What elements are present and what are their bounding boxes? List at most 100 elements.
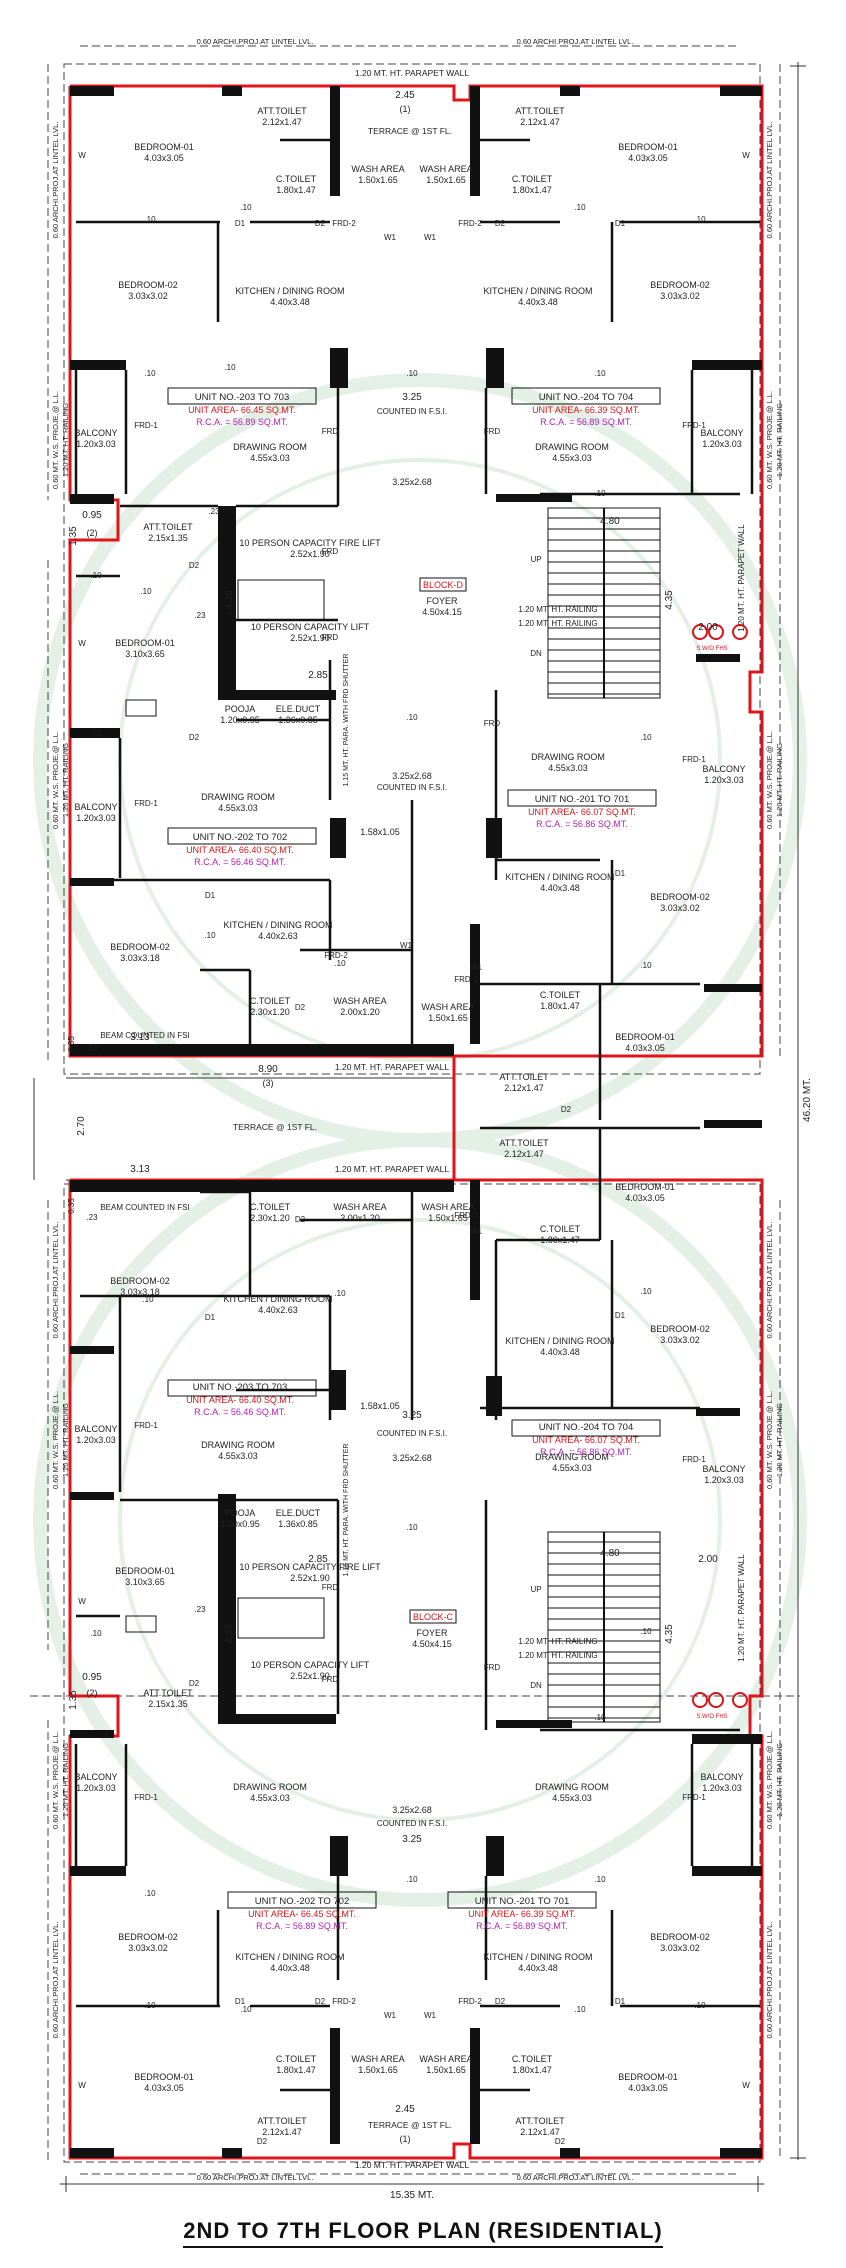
- kitchen-size: 4.40x3.48: [270, 297, 310, 307]
- bedroom-01-size: 4.03x3.05: [628, 153, 668, 163]
- bedroom-02: BEDROOM-02: [650, 1932, 710, 1942]
- dim: 3.25: [402, 392, 422, 403]
- wash-area-size: 1.50x1.65: [428, 1013, 468, 1023]
- thickness-dim: .23: [86, 1043, 98, 1052]
- drawing-title: 2ND TO 7TH FLOOR PLAN (RESIDENTIAL): [0, 2218, 846, 2248]
- kitchen: KITCHEN / DINING ROOM: [235, 1952, 344, 1962]
- kitchen-size: 4.40x3.48: [518, 297, 558, 307]
- unit-area: UNIT AREA- 66.45 SQ.MT.: [248, 1909, 356, 1919]
- wash-area-size: 1.50x1.65: [428, 1213, 468, 1223]
- bedroom-01: BEDROOM-01: [134, 142, 194, 152]
- plan-labels: 0.60 ARCHI.PROJ.AT LINTEL LVL. 0.60 ARCHI…: [51, 37, 813, 2201]
- drawing-room-size: 4.55x3.03: [218, 1451, 258, 1461]
- dim: 3.13: [130, 1032, 150, 1043]
- opening-code: FRD-2: [324, 951, 348, 960]
- ele-duct: ELE.DUCT: [276, 1508, 321, 1518]
- opening-code: D2: [295, 1215, 306, 1224]
- drawing-room-size: 4.55x3.03: [250, 453, 290, 463]
- railing-note: 1.20 MT. HT. RAILING: [775, 403, 784, 477]
- kitchen: KITCHEN / DINING ROOM: [235, 286, 344, 296]
- drawing-room: DRAWING ROOM: [233, 442, 307, 452]
- thickness-dim: .10: [144, 1889, 156, 1898]
- kitchen: KITCHEN / DINING ROOM: [505, 872, 614, 882]
- opening-code: D1: [615, 219, 626, 228]
- parapet-note: 1.20 MT. HT. PARAPET WALL: [737, 524, 746, 632]
- opening-code: FRD-1: [134, 1793, 158, 1802]
- unit-number: UNIT NO.-204 TO 704: [539, 1422, 634, 1433]
- opening-code: W: [742, 151, 750, 160]
- att-toilet: ATT.TOILET: [257, 2116, 307, 2126]
- thickness-dim: .10: [90, 571, 102, 580]
- balcony: BALCONY: [74, 428, 117, 438]
- counted-note: COUNTED IN F.S.I.: [377, 783, 447, 792]
- unit-area: UNIT AREA- 66.40 SQ.MT.: [186, 1395, 294, 1405]
- dim: 2.00: [698, 622, 718, 633]
- thickness-dim: .10: [224, 363, 236, 372]
- dim: 3.25: [402, 1834, 422, 1845]
- hydrant-label: S.W/O FHS: [696, 646, 727, 652]
- c-toilet-size: 1.80x1.47: [276, 2065, 316, 2075]
- thickness-dim: .10: [594, 1713, 606, 1722]
- fire-hydrant-symbols: [692, 624, 748, 1708]
- opening-code: W1: [470, 963, 483, 972]
- thickness-dim: .10: [594, 1875, 606, 1884]
- lobby-size: 3.25x2.68: [392, 771, 432, 781]
- bedroom-02-size: 3.03x3.02: [128, 1943, 168, 1953]
- parapet-note: 1.20 MT. HT. PARAPET WALL: [355, 2160, 469, 2170]
- opening-code: D2: [555, 2137, 566, 2146]
- opening-code: W: [78, 151, 86, 160]
- kitchen: KITCHEN / DINING ROOM: [483, 286, 592, 296]
- foyer-size: 4.50x4.15: [422, 607, 462, 617]
- opening-code: D1: [235, 1997, 246, 2006]
- balcony-size: 1.20x3.03: [702, 439, 742, 449]
- drawing-room: DRAWING ROOM: [535, 1452, 609, 1462]
- lintel-note: 0.60 ARCHI.PROJ.AT LINTEL LVL.: [517, 2173, 634, 2182]
- bedroom-02: BEDROOM-02: [650, 280, 710, 290]
- lift-size: 2.52x1.90: [290, 1671, 330, 1681]
- lintel-note: 0.60 ARCHI.PROJ.AT LINTEL LVL.: [197, 37, 314, 46]
- wash-area-size: 1.50x1.65: [358, 175, 398, 185]
- opening-code: W: [78, 2081, 86, 2090]
- stair-treads: [548, 517, 660, 1719]
- wash-area: WASH AREA: [351, 2054, 404, 2064]
- dim: (2): [87, 1688, 98, 1698]
- projection-note: 0.60 MT. W.S. PROJE.@ L.L.: [765, 391, 774, 489]
- opening-code: D2: [561, 1105, 572, 1114]
- bedroom-02-size: 3.03x3.02: [128, 291, 168, 301]
- dim: 4.35: [224, 1624, 235, 1644]
- terrace-label: TERRACE @ 1ST FL.: [368, 126, 452, 136]
- thickness-dim: .23: [208, 507, 220, 516]
- bedroom-02: BEDROOM-02: [650, 1324, 710, 1334]
- unit-number: UNIT NO.-203 TO 703: [193, 1382, 288, 1393]
- opening-code: FRD-2: [458, 1997, 482, 2006]
- lobby-size: 3.25x2.68: [392, 477, 432, 487]
- thickness-dim: .10: [144, 369, 156, 378]
- balcony-size: 1.20x3.03: [76, 1783, 116, 1793]
- bedroom-01-size: 3.10x3.65: [125, 649, 165, 659]
- balcony-size: 1.20x3.03: [76, 813, 116, 823]
- unit-area: UNIT AREA- 66.07 SQ.MT.: [532, 1435, 640, 1445]
- dim: 2.45: [395, 90, 415, 101]
- c-toilet: C.TOILET: [512, 2054, 553, 2064]
- fire-lift: 10 PERSON CAPACITY FIRE LIFT: [239, 538, 381, 548]
- shaft-size: 1.58x1.05: [360, 827, 400, 837]
- unit-area: UNIT AREA- 66.39 SQ.MT.: [532, 405, 640, 415]
- parapet-shutter-note: 1.15 MT. HT. PARA. WITH FRD SHUTTER: [343, 654, 350, 787]
- railing-note: 1.20 MT. HT. RAILING: [775, 743, 784, 817]
- bedroom-01: BEDROOM-01: [615, 1182, 675, 1192]
- railing-note: 1.20 MT. HT. RAILING: [518, 1651, 597, 1660]
- bedroom-01-size: 4.03x3.05: [625, 1043, 665, 1053]
- terrace-label: TERRACE @ 1ST FL.: [368, 2120, 452, 2130]
- unit-rca: R.C.A. = 56.89 SQ.MT.: [476, 1921, 568, 1931]
- partition-walls: [74, 138, 760, 2092]
- stair-up: UP: [530, 1585, 541, 1594]
- bedroom-02: BEDROOM-02: [110, 942, 170, 952]
- thickness-dim: .10: [406, 369, 418, 378]
- opening-code: D2: [295, 1003, 306, 1012]
- railing-note: 1.20 MT. HT. RAILING: [61, 1403, 70, 1477]
- opening-code: D2: [189, 1679, 200, 1688]
- opening-code: D2: [189, 733, 200, 742]
- overall-width: 15.35 MT.: [390, 2190, 434, 2201]
- att-toilet: ATT.TOILET: [515, 2116, 565, 2126]
- opening-code: D2: [315, 219, 326, 228]
